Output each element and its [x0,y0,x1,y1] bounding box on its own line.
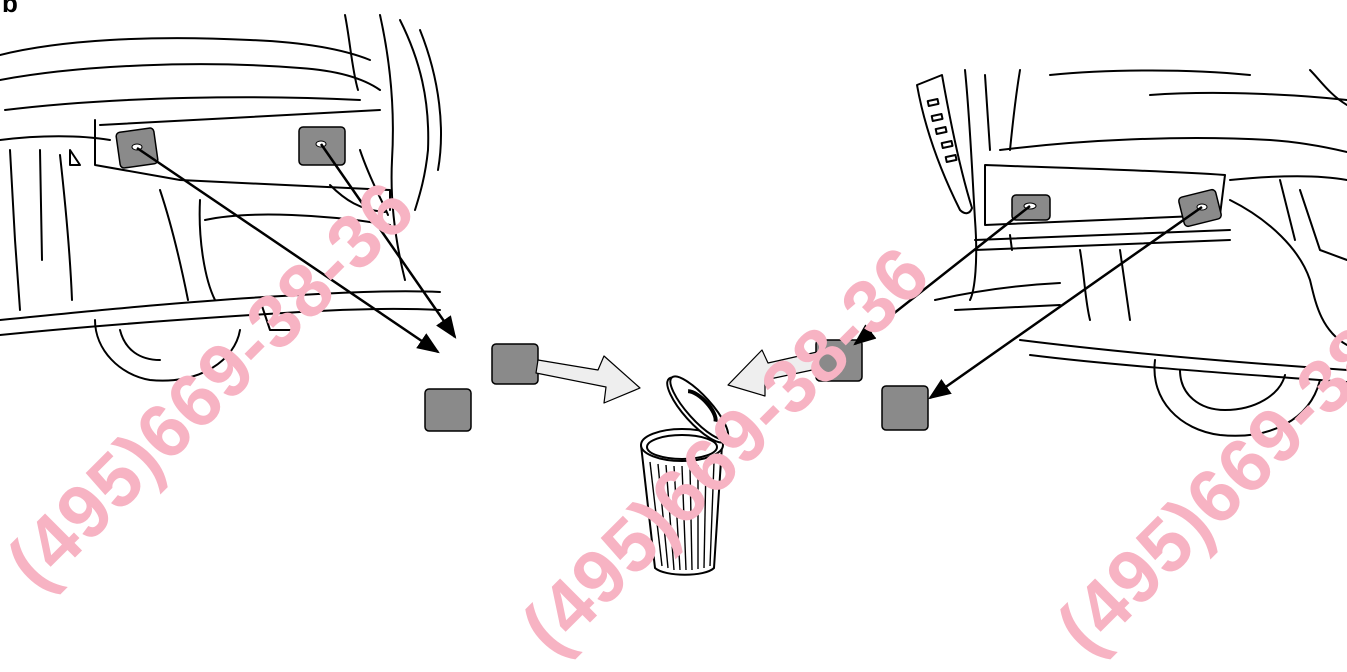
removed-panel-4 [882,386,928,430]
diagram-stage: b [0,0,1347,576]
hollow-arrow-left [536,356,640,403]
removed-panel-1 [492,344,538,384]
removed-panel-2 [425,389,471,431]
